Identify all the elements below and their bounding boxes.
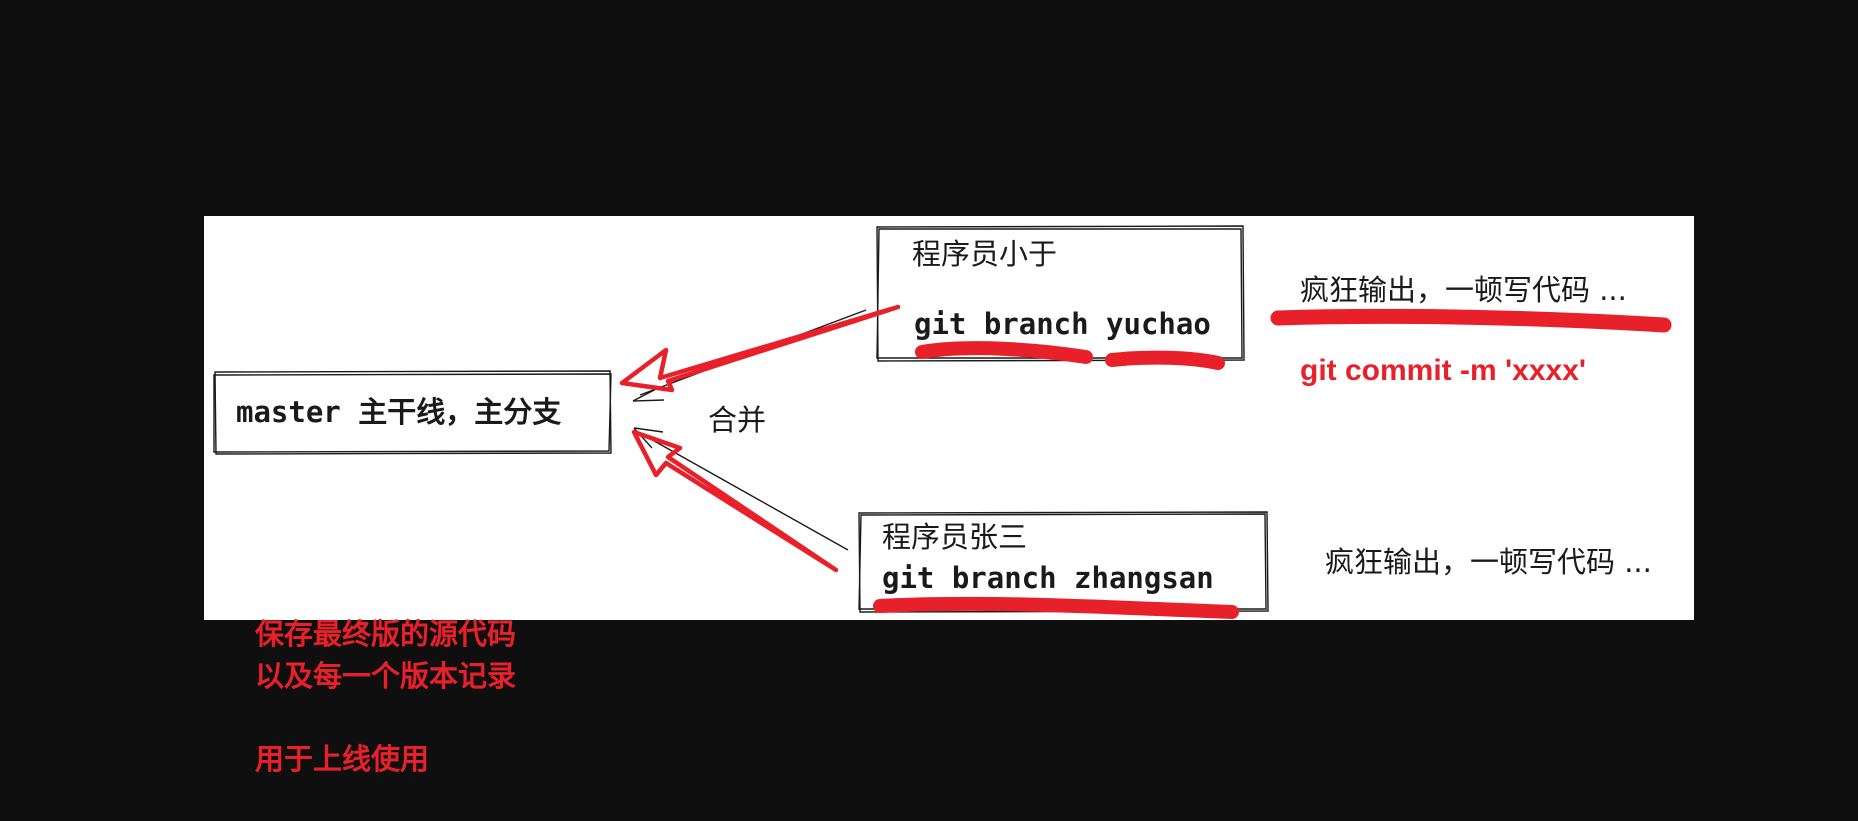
developer-2-work-text: 疯狂输出，一顿写代码 ... (1325, 545, 1652, 579)
developer-2-name: 程序员张三 (882, 520, 1028, 554)
underline-yuchao (915, 341, 1225, 370)
master-box (213, 370, 612, 455)
developer-1-commit-command: git commit -m 'xxxx' (1300, 354, 1587, 387)
master-note-line-1: 保存最终版的源代码 (255, 617, 517, 651)
master-note-line-3: 用于上线使用 (255, 742, 430, 776)
master-note-line-2: 以及每一个版本记录 (255, 659, 517, 693)
underline-work-1 (1270, 308, 1672, 333)
merge-arrow-top-red (619, 304, 901, 393)
dev2-box (858, 511, 1269, 613)
merge-label: 合并 (708, 403, 767, 437)
developer-2-branch-command: git branch zhangsan (882, 561, 1214, 595)
merge-arrow-bottom-red (631, 429, 839, 573)
master-branch-label: master 主干线，主分支 (236, 395, 562, 429)
developer-1-name: 程序员小于 (912, 237, 1058, 271)
developer-1-branch-command: git branch yuchao (914, 307, 1211, 341)
merge-arrow-bottom-thin (633, 427, 849, 551)
developer-1-work-text: 疯狂输出，一顿写代码 ... (1300, 273, 1627, 307)
underline-zhangsan (873, 596, 1239, 619)
whiteboard (204, 216, 1694, 620)
